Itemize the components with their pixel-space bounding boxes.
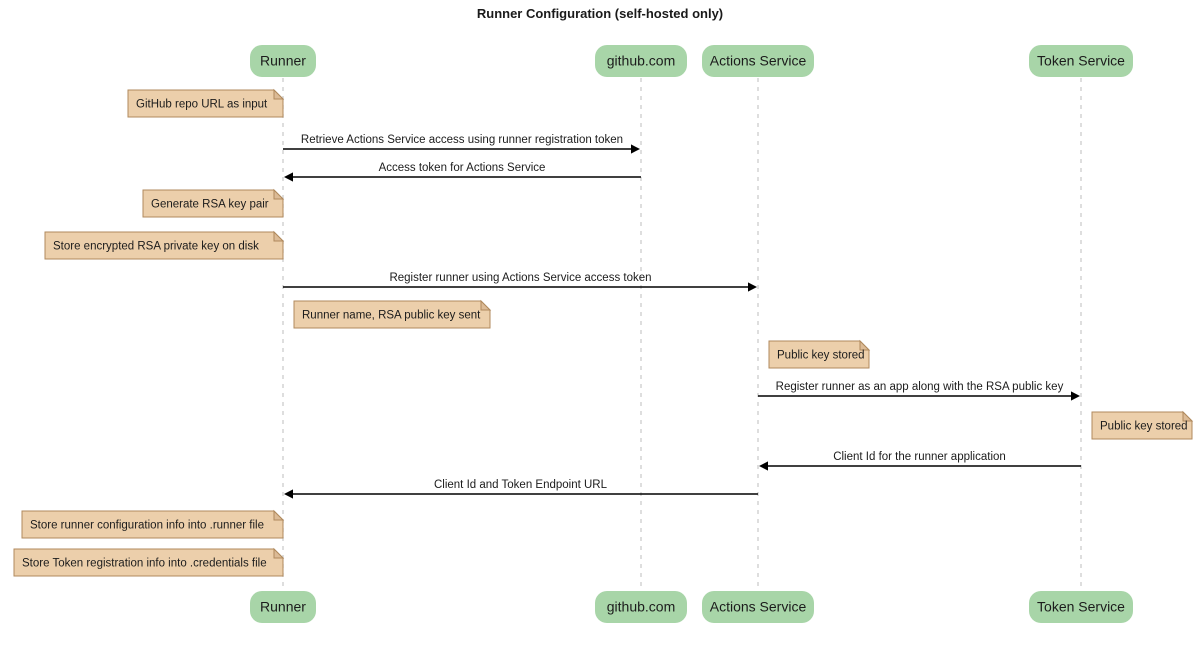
- message-arrowhead: [284, 172, 293, 182]
- message-label: Client Id for the runner application: [833, 451, 1006, 463]
- note-body: [44, 231, 284, 260]
- note-label: GitHub repo URL as input: [136, 99, 268, 111]
- messages-layer: Retrieve Actions Service access using ru…: [283, 134, 1081, 499]
- note-body: [768, 340, 870, 369]
- message-arrowhead: [759, 461, 768, 471]
- participant-runner-bottom[interactable]: Runner: [250, 591, 316, 623]
- note-body: [127, 89, 284, 118]
- note-store-runner-config[interactable]: Store runner configuration info into .ru…: [21, 509, 285, 539]
- participant-actions-bottom[interactable]: Actions Service: [702, 591, 814, 623]
- message-label: Access token for Actions Service: [379, 162, 546, 174]
- participant-github-top[interactable]: github.com: [595, 45, 687, 77]
- participant-label: Runner: [260, 599, 306, 615]
- msg-access-token[interactable]: Access token for Actions Service: [284, 162, 641, 182]
- participant-box: [595, 45, 687, 77]
- note-fold-corner: [273, 547, 285, 559]
- note-fold-corner: [1182, 410, 1194, 422]
- note-label: Store encrypted RSA private key on disk: [53, 241, 259, 253]
- message-label: Register runner as an app along with the…: [776, 381, 1064, 393]
- note-label: Generate RSA key pair: [151, 199, 269, 211]
- note-fold-corner: [273, 230, 285, 242]
- participant-label: github.com: [607, 53, 675, 69]
- participant-token-top[interactable]: Token Service: [1029, 45, 1133, 77]
- participant-label: github.com: [607, 599, 675, 615]
- msg-client-id-endpoint[interactable]: Client Id and Token Endpoint URL: [284, 479, 758, 499]
- note-label: Public key stored: [777, 350, 865, 362]
- message-arrowhead: [631, 144, 640, 154]
- note-github-repo-url[interactable]: GitHub repo URL as input: [127, 88, 285, 118]
- note-label: Store Token registration info into .cred…: [22, 558, 267, 570]
- note-fold-corner: [273, 509, 285, 521]
- msg-client-id[interactable]: Client Id for the runner application: [759, 451, 1081, 471]
- participant-box: [595, 591, 687, 623]
- message-label: Client Id and Token Endpoint URL: [434, 479, 608, 491]
- participant-label: Runner: [260, 53, 306, 69]
- diagram-title: Runner Configuration (self-hosted only): [477, 6, 723, 21]
- note-body: [21, 510, 284, 539]
- note-label: Store runner configuration info into .ru…: [30, 520, 264, 532]
- note-body: [293, 300, 491, 329]
- note-fold-corner: [859, 339, 871, 351]
- note-store-private-key[interactable]: Store encrypted RSA private key on disk: [44, 230, 285, 260]
- message-arrowhead: [1071, 391, 1080, 401]
- note-label: Public key stored: [1100, 421, 1188, 433]
- note-public-key-stored-actions[interactable]: Public key stored: [768, 339, 871, 369]
- note-fold-corner: [273, 188, 285, 200]
- participant-actions-top[interactable]: Actions Service: [702, 45, 814, 77]
- message-arrowhead: [748, 282, 757, 292]
- participant-label: Token Service: [1037, 53, 1125, 69]
- message-arrowhead: [284, 489, 293, 499]
- note-fold-corner: [480, 299, 492, 311]
- participant-label: Actions Service: [710, 599, 807, 615]
- message-label: Retrieve Actions Service access using ru…: [301, 134, 623, 146]
- participant-box: [1029, 45, 1133, 77]
- participant-box: [1029, 591, 1133, 623]
- note-store-token-registration[interactable]: Store Token registration info into .cred…: [13, 547, 285, 577]
- participant-box: [250, 45, 316, 77]
- note-fold-corner: [273, 88, 285, 100]
- note-label: Runner name, RSA public key sent: [302, 310, 481, 322]
- msg-register-runner[interactable]: Register runner using Actions Service ac…: [283, 272, 757, 292]
- participant-token-bottom[interactable]: Token Service: [1029, 591, 1133, 623]
- participant-box: [702, 591, 814, 623]
- msg-retrieve-access[interactable]: Retrieve Actions Service access using ru…: [283, 134, 640, 154]
- note-generate-rsa[interactable]: Generate RSA key pair: [142, 188, 285, 218]
- participant-label: Token Service: [1037, 599, 1125, 615]
- note-body: [142, 189, 284, 218]
- msg-register-app[interactable]: Register runner as an app along with the…: [758, 381, 1080, 401]
- participant-github-bottom[interactable]: github.com: [595, 591, 687, 623]
- note-runner-name-pubkey[interactable]: Runner name, RSA public key sent: [293, 299, 492, 329]
- participant-box: [702, 45, 814, 77]
- lifelines-layer: [282, 78, 1082, 590]
- note-body: [13, 548, 284, 577]
- participants-layer: RunnerRunnergithub.comgithub.comActions …: [250, 45, 1133, 623]
- note-body: [1091, 411, 1193, 440]
- note-public-key-stored-token[interactable]: Public key stored: [1091, 410, 1194, 440]
- participant-box: [250, 591, 316, 623]
- message-label: Register runner using Actions Service ac…: [389, 272, 651, 284]
- participant-runner-top[interactable]: Runner: [250, 45, 316, 77]
- participant-label: Actions Service: [710, 53, 807, 69]
